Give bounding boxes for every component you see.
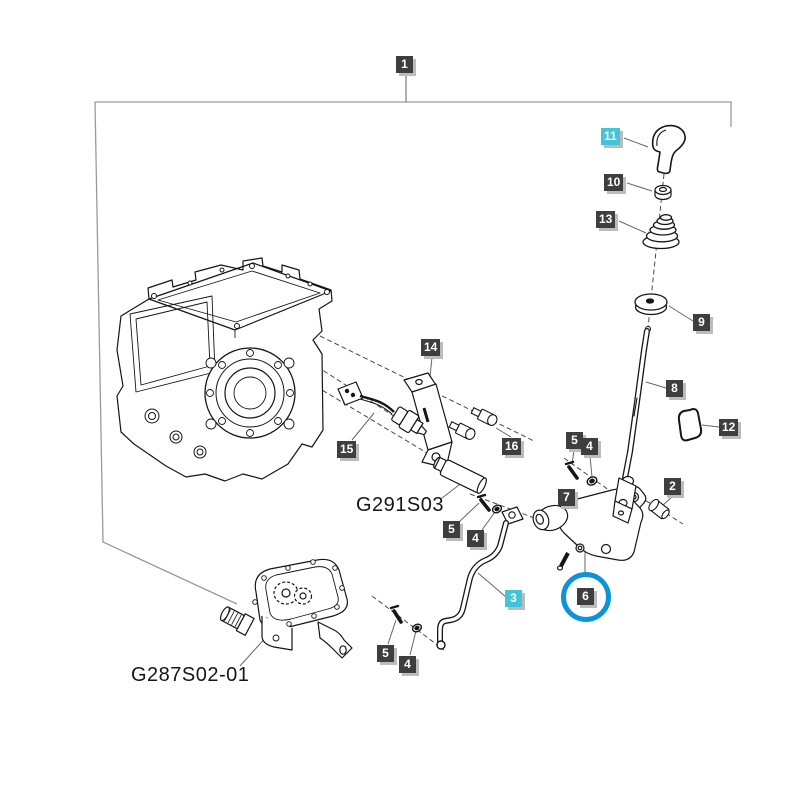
selected-part-highlight-circle xyxy=(561,572,611,622)
pad-drawing xyxy=(677,408,703,442)
subassembly-ref-G291S03[interactable]: G291S03 xyxy=(356,494,445,516)
shift-knob-drawing xyxy=(651,124,686,175)
part-ref-badge-5[interactable]: 5 xyxy=(377,645,394,662)
sensor-switch-drawing xyxy=(337,381,427,436)
part-ref-badge-7[interactable]: 7 xyxy=(558,489,575,506)
part-ref-badge-4[interactable]: 4 xyxy=(581,438,598,455)
subassembly-ref-G287S02-01[interactable]: G287S02-01 xyxy=(131,664,250,686)
leader-lines xyxy=(239,137,720,667)
part-ref-badge-11[interactable]: 11 xyxy=(601,128,620,145)
frame-border xyxy=(94,101,732,605)
assembly-axis-lines xyxy=(301,173,684,651)
part-ref-badge-6-selected[interactable]: 6 xyxy=(577,588,594,605)
washer-plate-drawing xyxy=(634,293,668,316)
part-ref-badge-3[interactable]: 3 xyxy=(505,590,522,607)
part-ref-badge-5[interactable]: 5 xyxy=(566,432,583,449)
part-ref-badge-12[interactable]: 12 xyxy=(719,419,739,436)
part-ref-badge-2[interactable]: 2 xyxy=(664,478,681,495)
shift-lever-drawing xyxy=(612,325,652,524)
pivot-bolt-drawing xyxy=(648,498,670,520)
part-ref-badge-4[interactable]: 4 xyxy=(467,530,484,547)
shift-rod-drawing xyxy=(436,506,524,650)
part-ref-badge-10[interactable]: 10 xyxy=(604,174,624,191)
part-ref-badge-9[interactable]: 9 xyxy=(693,314,710,331)
part-ref-badge-16[interactable]: 16 xyxy=(502,438,522,455)
transmission-housing-drawing xyxy=(116,257,333,482)
part-ref-badge-8[interactable]: 8 xyxy=(666,380,683,397)
pivot-pin-drawing xyxy=(433,456,487,494)
boot-drawing xyxy=(642,214,680,250)
part-ref-badge-15[interactable]: 15 xyxy=(337,441,357,458)
part-ref-badge-4[interactable]: 4 xyxy=(399,656,416,673)
mount-bolts-drawing xyxy=(448,406,498,440)
part-ref-badge-13[interactable]: 13 xyxy=(596,211,616,228)
part-ref-badge-5[interactable]: 5 xyxy=(443,521,460,538)
cover-subassembly-drawing xyxy=(219,558,353,659)
part-ref-badge-1[interactable]: 1 xyxy=(396,56,413,73)
lock-nut-drawing xyxy=(654,184,672,201)
part-ref-badge-14[interactable]: 14 xyxy=(421,339,441,356)
set-screws-drawing xyxy=(389,460,579,624)
